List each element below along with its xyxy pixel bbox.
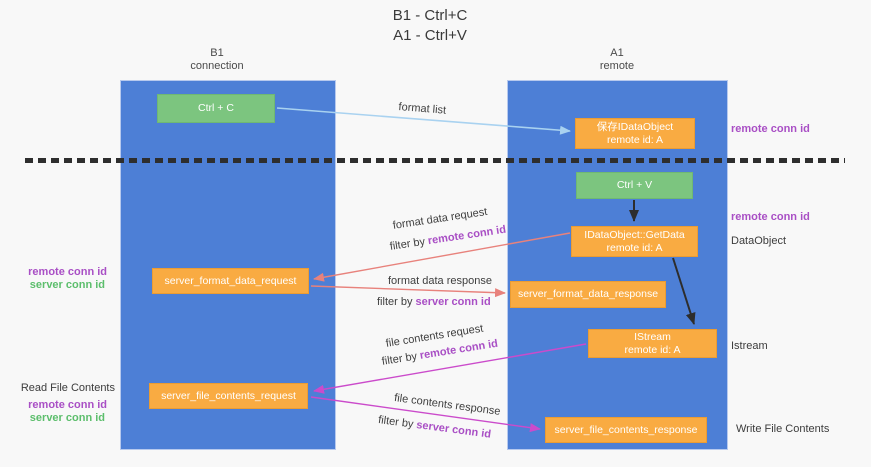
server-conn-id-keyword: server conn id — [415, 419, 492, 441]
node-ctrl-c-label: Ctrl + C — [198, 102, 234, 114]
annotation-remote-conn-id-top: remote conn id — [731, 123, 810, 135]
node-file-request-label: server_file_contents_request — [161, 389, 296, 402]
node-format-request-label: server_format_data_request — [164, 274, 297, 287]
edge-label-file-contents-response: file contents response — [393, 392, 502, 418]
title-line-1: B1 - Ctrl+C — [392, 7, 468, 24]
title-line-2: A1 - Ctrl+V — [393, 27, 467, 44]
server-conn-id-keyword: server conn id — [415, 296, 491, 308]
node-getdata-line2: remote id: A — [606, 241, 663, 254]
annotation-remote-conn-id-bottom: remote conn id — [28, 399, 107, 411]
filter-by-text: filter by — [377, 414, 415, 431]
lane-right-id: A1 — [610, 47, 624, 59]
remote-conn-id-keyword: remote conn id — [427, 223, 507, 248]
arrow-format-data-response — [310, 285, 506, 298]
annotation-read-file-contents: Read File Contents — [20, 382, 115, 394]
node-server-format-data-request: server_format_data_request — [152, 268, 309, 294]
filter-by-text: filter by — [381, 350, 418, 368]
node-server-format-data-response: server_format_data_response — [510, 281, 666, 308]
node-file-response-label: server_file_contents_response — [554, 423, 698, 436]
lane-header-left: B1 connection — [157, 47, 277, 73]
edge-label-format-list: format list — [398, 101, 447, 117]
edge-label-filter-server-2: filter byserver conn id — [377, 414, 491, 441]
node-istream: IStream remote id: A — [588, 329, 717, 358]
node-istream-line1: IStream — [634, 330, 671, 343]
node-save-idataobject-line2: remote id: A — [606, 133, 664, 146]
node-ctrl-c: Ctrl + C — [157, 94, 275, 123]
node-save-idataobject-line1: 保存IDataObject — [596, 120, 674, 133]
annotation-remote-conn-id-mid: remote conn id — [731, 211, 810, 223]
annotation-istream: Istream — [731, 340, 768, 352]
lane-header-right: A1 remote — [557, 47, 677, 73]
node-istream-line2: remote id: A — [624, 343, 681, 356]
lane-left-role: connection — [190, 60, 244, 72]
annotation-write-file-contents: Write File Contents — [736, 423, 830, 435]
node-save-idataobject: 保存IDataObject remote id: A — [575, 118, 695, 149]
node-server-file-contents-response: server_file_contents_response — [545, 417, 707, 443]
filter-by-text: filter by — [377, 296, 413, 308]
phase-separator-dashed-line — [25, 158, 845, 163]
annotation-server-conn-id-bottom: server conn id — [29, 412, 105, 424]
node-ctrl-v-label: Ctrl + V — [616, 179, 653, 191]
node-server-file-contents-request: server_file_contents_request — [149, 383, 308, 409]
edge-label-format-data-response: format data response — [388, 275, 492, 287]
node-idataobject-getdata: IDataObject::GetData remote id: A — [571, 226, 698, 257]
annotation-remote-conn-id-left: remote conn id — [28, 266, 107, 278]
filter-by-text: filter by — [389, 235, 426, 253]
node-format-response-label: server_format_data_response — [517, 288, 659, 300]
diagram-title: B1 - Ctrl+C A1 - Ctrl+V — [330, 6, 530, 46]
lane-right-role: remote — [599, 60, 635, 72]
node-ctrl-v: Ctrl + V — [576, 172, 693, 199]
lane-left-id: B1 — [210, 47, 224, 59]
annotation-server-conn-id-left: server conn id — [29, 279, 105, 291]
node-getdata-line1: IDataObject::GetData — [584, 228, 685, 241]
annotation-dataobject: DataObject — [731, 235, 787, 247]
